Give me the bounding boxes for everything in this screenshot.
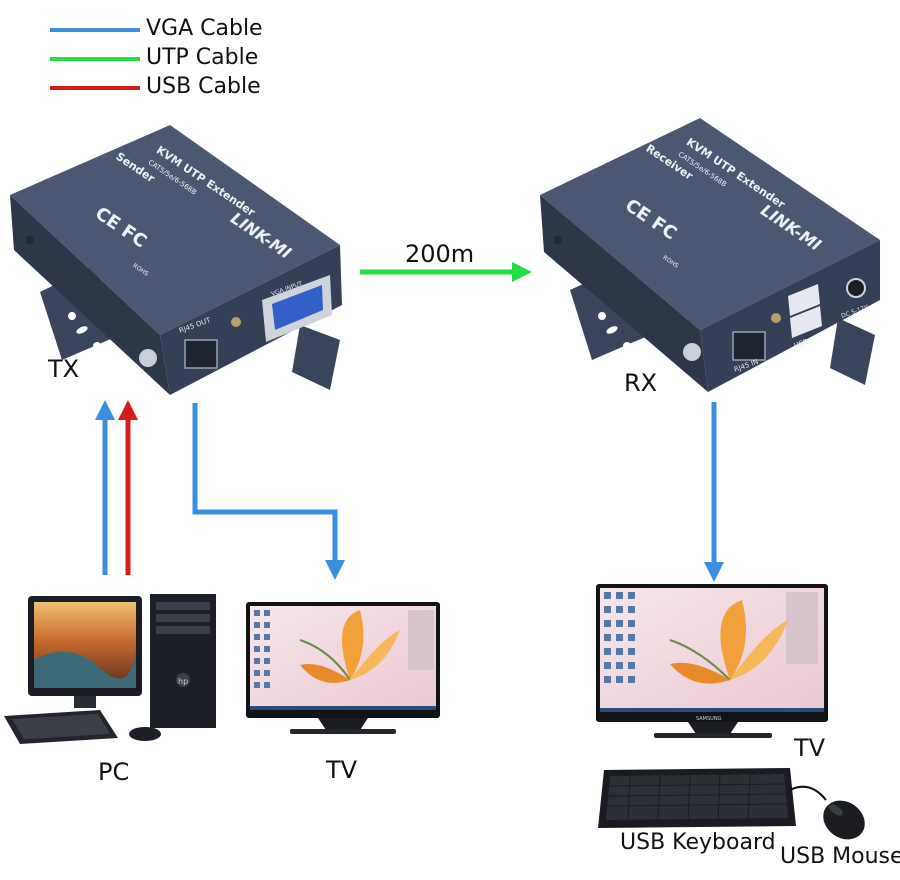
tx-label: TX (48, 355, 80, 383)
usb-keyboard-label: USB Keyboard (620, 830, 776, 855)
tv-right-brand-text: SAMSUNG (696, 716, 722, 722)
tv-left-desktop-icons (254, 610, 270, 688)
tv-left-label: TV (326, 756, 358, 784)
tx-mount-ear-right (292, 325, 340, 390)
tv-left (246, 602, 440, 734)
pc-brand-text: hp (178, 677, 188, 686)
distance-label: 200m (405, 240, 475, 268)
rx-dc-jack (846, 278, 866, 298)
tx-rj45-port (184, 339, 218, 369)
usb-mouse-label: USB Mouse (780, 844, 900, 869)
usb-keyboard (598, 768, 796, 828)
usb-mouse (789, 785, 865, 840)
legend-label-vga: VGA Cable (146, 16, 263, 41)
legend-label-usb: USB Cable (146, 74, 261, 99)
pc-label: PC (98, 758, 130, 786)
rx-rj45-port (732, 331, 766, 361)
tv-right-flower (669, 600, 788, 684)
legend-lines (50, 28, 140, 90)
vga-cable-tx-to-tv (192, 403, 345, 580)
tv-right-desktop-icons (604, 592, 635, 683)
rx-usb-ports (788, 284, 822, 338)
tx-sender-box (10, 125, 342, 395)
tv-right-label: TV (794, 734, 826, 762)
legend-label-utp: UTP Cable (146, 45, 259, 70)
tv-right: SAMSUNG (596, 584, 828, 738)
rx-mount-ear-right (830, 318, 875, 385)
rx-label: RX (624, 369, 658, 397)
rx-receiver-box (540, 118, 880, 392)
tv-left-flower (299, 610, 400, 683)
keyboard-keys (606, 774, 788, 821)
pc-computer: hp (4, 594, 216, 744)
